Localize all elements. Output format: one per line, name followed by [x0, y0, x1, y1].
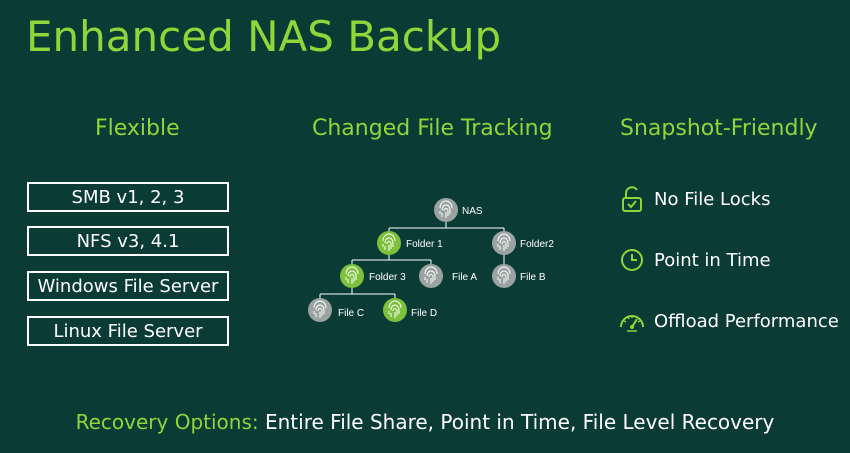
- recovery-options-value: Entire File Share, Point in Time, File L…: [264, 410, 775, 434]
- tree-connectors: [319, 222, 505, 300]
- tree-node-folder1: Folder 1: [377, 231, 443, 255]
- fingerprint-icon: [308, 298, 332, 322]
- protocol-box-windows: Windows File Server: [27, 271, 229, 301]
- heading-snapshot-friendly: Snapshot-Friendly: [620, 116, 818, 141]
- speedometer-icon: [620, 315, 644, 332]
- protocol-box-nfs: NFS v3, 4.1: [27, 226, 229, 256]
- tree-node-fileB: File B: [492, 264, 546, 288]
- node-label-fileC: File C: [338, 308, 364, 319]
- fingerprint-icon: [340, 264, 364, 288]
- file-tree-diagram: NAS Folder 1 Folder2 Folder 3 File A Fil…: [308, 198, 554, 322]
- node-label-fileD: File D: [411, 308, 437, 319]
- fingerprint-icon: [434, 198, 458, 222]
- tree-node-folder3: Folder 3: [340, 264, 406, 288]
- heading-changed-file-tracking: Changed File Tracking: [312, 116, 553, 141]
- protocol-box-linux: Linux File Server: [27, 316, 229, 346]
- protocol-box-smb: SMB v1, 2, 3: [27, 182, 229, 212]
- feature-label: Point in Time: [654, 249, 771, 271]
- tree-node-folder2: Folder2: [492, 231, 554, 255]
- feature-label: Offload Performance: [654, 310, 839, 332]
- fingerprint-icon: [492, 231, 516, 255]
- node-label-nas: NAS: [462, 206, 483, 217]
- recovery-options-label: Recovery Options:: [75, 410, 259, 434]
- clock-icon: [621, 249, 643, 271]
- node-label-fileB: File B: [520, 272, 546, 283]
- fingerprint-icon: [419, 264, 443, 288]
- slide-title: Enhanced NAS Backup: [26, 12, 502, 61]
- node-label-folder2: Folder2: [520, 239, 554, 250]
- tree-node-nas: NAS: [434, 198, 483, 222]
- feature-offload-performance: Offload Performance: [618, 307, 839, 335]
- fingerprint-icon: [492, 264, 516, 288]
- feature-point-in-time: Point in Time: [618, 246, 771, 274]
- fingerprint-icon: [383, 298, 407, 322]
- fingerprint-icon: [377, 231, 401, 255]
- tree-node-fileD: File D: [383, 298, 437, 322]
- feature-no-file-locks: No File Locks: [618, 185, 770, 213]
- node-label-folder1: Folder 1: [406, 239, 443, 250]
- heading-flexible: Flexible: [95, 116, 180, 141]
- node-label-folder3: Folder 3: [369, 272, 406, 283]
- node-label-fileA: File A: [452, 272, 477, 283]
- tree-node-fileA: File A: [419, 264, 477, 288]
- tree-node-fileC: File C: [308, 298, 364, 322]
- recovery-options-footer: Recovery Options: Entire File Share, Poi…: [0, 410, 850, 434]
- unlock-icon: [622, 186, 642, 212]
- feature-label: No File Locks: [654, 188, 771, 210]
